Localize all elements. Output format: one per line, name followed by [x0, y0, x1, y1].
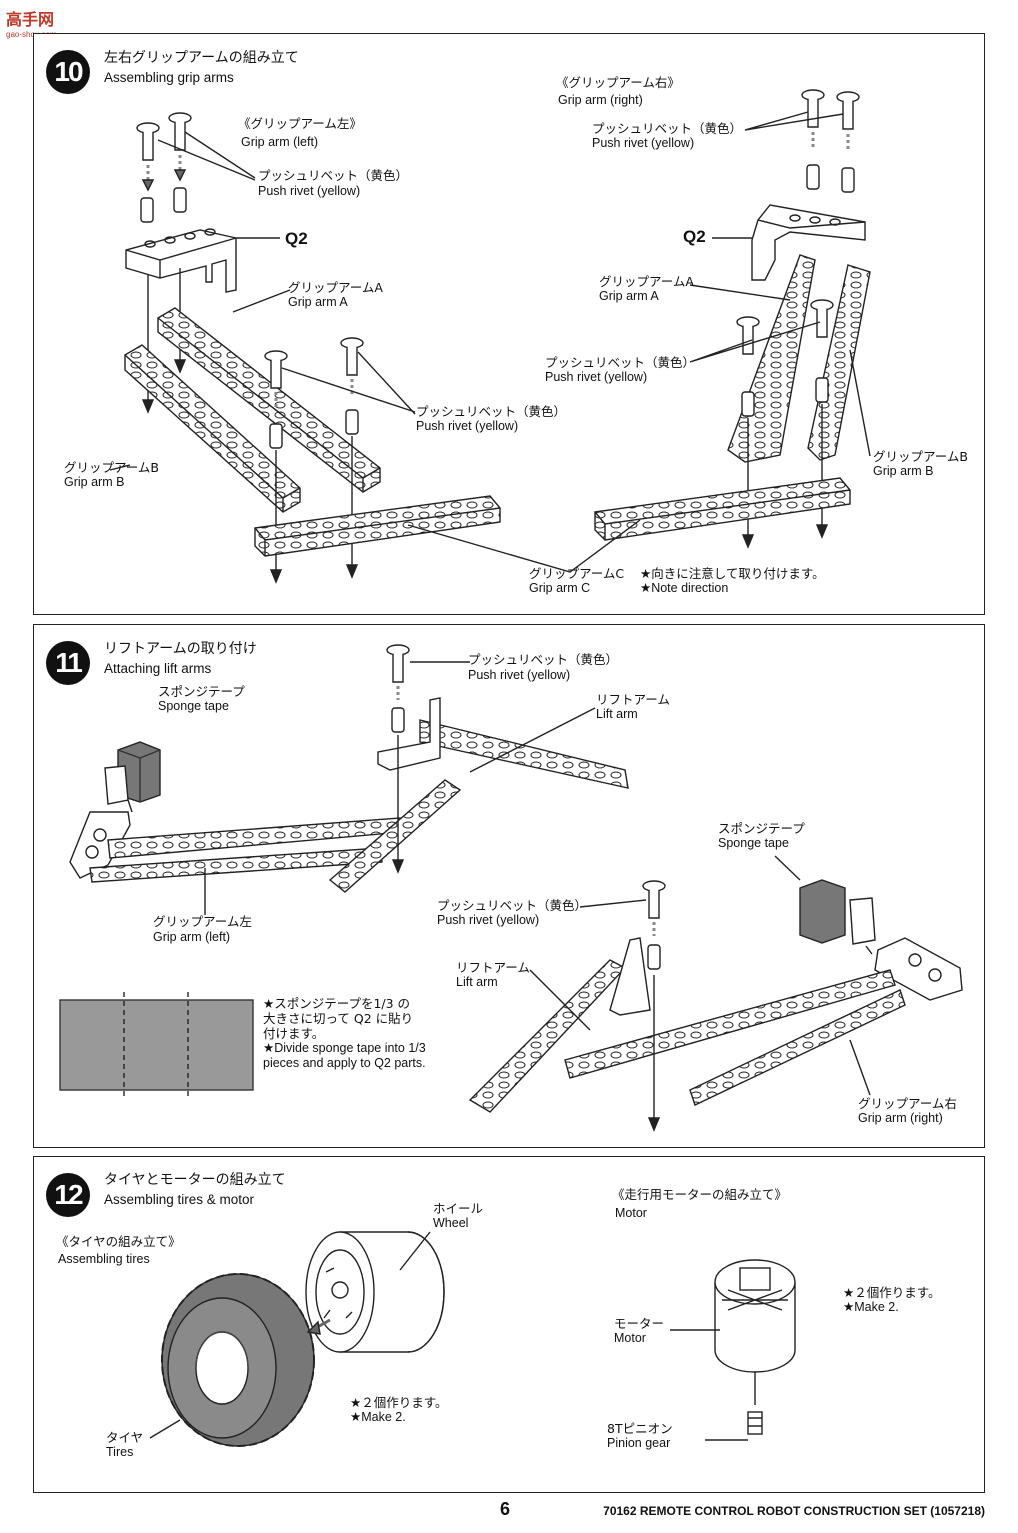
motor-drawing: [714, 1259, 796, 1435]
step-11-lift-arm-right-en: Lift arm: [456, 975, 498, 989]
step-12-wheel-en: Wheel: [433, 1216, 469, 1230]
step-12-motor-heading-en: Motor: [615, 1206, 647, 1220]
tire-drawing: [161, 1273, 315, 1447]
step-10-title-jp: 左右グリップアームの組み立て: [104, 50, 299, 66]
step-11-note-line2: 大きさに切って Q2 に貼り: [263, 1011, 414, 1026]
step-11-sponge-en: Sponge tape: [158, 699, 229, 713]
step-11-rivet-top-jp: プッシュリベット（黄色）: [468, 652, 619, 667]
watermark-logo: 高手网 gao-shou.com: [6, 6, 57, 39]
step-12-wheel-jp: ホイール: [433, 1201, 484, 1216]
step-11-title-jp: リフトアームの取り付け: [104, 641, 257, 657]
step-10-mid-rivet-en: Push rivet (yellow): [416, 419, 519, 433]
step-11-number: 11: [46, 641, 90, 685]
step-11-grip-right-jp: グリップアーム右: [858, 1096, 957, 1111]
step-10-arm-c-jp: グリップアームC: [529, 566, 625, 581]
step-10-right-mid-rivet-en: Push rivet (yellow): [545, 370, 648, 384]
step-11-lift-arm-right-jp: リフトアーム: [456, 960, 530, 975]
step-10-arm-a-right-en: Grip arm A: [599, 289, 659, 303]
step-12-motor-jp: モーター: [614, 1316, 665, 1331]
watermark-text: 高手网: [6, 12, 55, 29]
step-10-q2-right: Q2: [683, 227, 706, 246]
step-11-note-line1: ★スポンジテープを1/3 の: [263, 996, 411, 1011]
step-12-number: 12: [46, 1173, 90, 1217]
step-11-note-line4: ★Divide sponge tape into 1/3: [263, 1041, 426, 1055]
step-11-lift-arm-top-jp: リフトアーム: [596, 692, 670, 707]
step-11-grip-left-jp: グリップアーム左: [153, 914, 252, 929]
step-11-sponge-right-jp: スポンジテープ: [718, 821, 805, 836]
step-12-make2-tire-en: ★Make 2.: [350, 1410, 406, 1424]
step-10-right-rivet-en: Push rivet (yellow): [592, 136, 695, 150]
step-10-right-rivet-jp: プッシュリベット（黄色）: [592, 121, 743, 136]
step-12-illustration: [149, 1231, 796, 1447]
step-10-title-en: Assembling grip arms: [104, 70, 234, 85]
step-11-rivet-right-jp: プッシュリベット（黄色）: [437, 898, 588, 913]
step-10-arm-b-left-en: Grip arm B: [64, 475, 125, 489]
step-10-arm-a-left-en: Grip arm A: [288, 295, 348, 309]
step-11-note-line5: pieces and apply to Q2 parts.: [263, 1056, 426, 1070]
step-10-left-heading-jp: 《グリップアーム左》: [238, 116, 362, 131]
wheel-drawing: [305, 1231, 445, 1353]
step-10-arm-a-right-jp: グリップアームA: [599, 274, 694, 289]
step-10-right-mid-rivet-jp: プッシュリベット（黄色）: [545, 355, 696, 370]
step-12-tires-heading-en: Assembling tires: [58, 1252, 150, 1266]
step-11-rivet-top-en: Push rivet (yellow): [468, 668, 571, 682]
step-12-motor-en: Motor: [614, 1331, 646, 1345]
watermark-url: gao-shou.com: [6, 30, 57, 39]
page-number: 6: [500, 1499, 511, 1519]
step-10-left-heading-en: Grip arm (left): [241, 135, 319, 149]
step-12-pinion-en: Pinion gear: [607, 1436, 671, 1450]
footer-title: 70162 REMOTE CONTROL ROBOT CONSTRUCTION …: [603, 1504, 985, 1518]
step-10-mid-rivet-jp: プッシュリベット（黄色）: [416, 404, 567, 419]
step-10-left-rivet-en: Push rivet (yellow): [258, 184, 361, 198]
step-11-rivet-right-en: Push rivet (yellow): [437, 913, 540, 927]
step-11-lift-arm-top-en: Lift arm: [596, 707, 638, 721]
step-11-illustration: [59, 644, 963, 1132]
step-10-arm-b-right-en: Grip arm B: [873, 464, 934, 478]
step-11-grip-left-en: Grip arm (left): [153, 930, 231, 944]
step-10-arm-c-en: Grip arm C: [529, 581, 591, 595]
step-12-make2-tire-jp: ★２個作ります。: [350, 1395, 448, 1410]
step-12-make2-motor-jp: ★２個作ります。: [843, 1285, 941, 1300]
step-10-right-heading-en: Grip arm (right): [558, 93, 643, 107]
step-11-title-en: Attaching lift arms: [104, 661, 212, 676]
left-rivet-1: [136, 122, 160, 161]
step-11-note-line3: 付けます。: [263, 1026, 325, 1041]
step-10-q2-left: Q2: [285, 229, 308, 248]
step-12-tire-en: Tires: [106, 1445, 134, 1459]
step-12-make2-motor-en: ★Make 2.: [843, 1300, 899, 1314]
step-12-pinion-jp: 8Tピニオン: [607, 1421, 673, 1436]
step-12-title-en: Assembling tires & motor: [104, 1192, 255, 1207]
step-10-note-jp: ★向きに注意して取り付けます。: [640, 566, 825, 581]
step-10-left-rivet-jp: プッシュリベット（黄色）: [258, 168, 409, 183]
step-10-right-heading-jp: 《グリップアーム右》: [556, 75, 680, 90]
step-10-note-en: ★Note direction: [640, 581, 729, 595]
step-10-arm-b-left-jp: グリップアームB: [64, 460, 159, 475]
step-11-sponge-right-en: Sponge tape: [718, 836, 789, 850]
step-10-illustration: [109, 89, 871, 584]
step-11-sponge-jp: スポンジテープ: [158, 684, 245, 699]
step-10-arm-b-right-jp: グリップアームB: [873, 449, 968, 464]
step-12-tires-heading-jp: 《タイヤの組み立て》: [56, 1234, 181, 1249]
step-10-number: 10: [46, 50, 90, 94]
step-12-tire-jp: タイヤ: [106, 1430, 144, 1445]
step-12-motor-heading-jp: 《走行用モーターの組み立て》: [612, 1187, 788, 1202]
step-12-title-jp: タイヤとモーターの組み立て: [104, 1172, 286, 1188]
step-11-grip-right-en: Grip arm (right): [858, 1111, 943, 1125]
step-10-arm-a-left-jp: グリップアームA: [288, 280, 383, 295]
